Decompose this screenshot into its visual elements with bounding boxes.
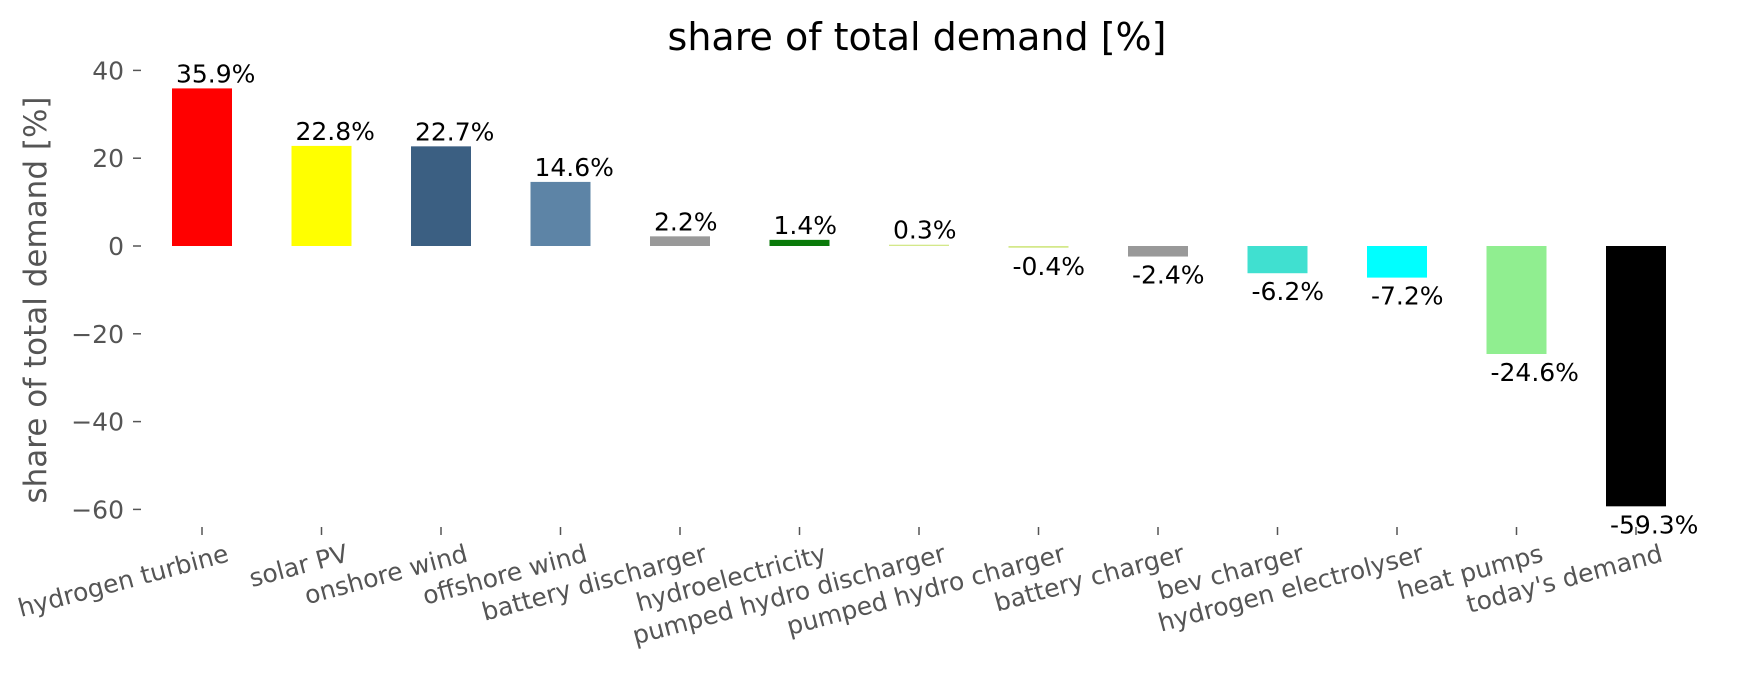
data-label: -0.4% [1013,252,1086,281]
y-tick-label: 0 [108,232,124,261]
data-label: 22.7% [415,117,494,146]
bar [769,239,830,246]
y-tick-label: 20 [92,144,124,173]
chart-title: share of total demand [%] [668,15,1167,59]
data-label: -6.2% [1252,277,1325,306]
bar [172,88,232,246]
y-tick-label: −60 [71,495,124,524]
data-label: -59.3% [1610,510,1698,539]
data-label: 0.3% [893,216,957,245]
bar [1247,246,1308,274]
data-label: 1.4% [774,211,838,240]
bar [650,236,710,246]
y-axis-label: share of total demand [%] [18,96,54,503]
bar [1606,246,1666,507]
bar [1008,246,1069,248]
bar [889,244,949,246]
data-label: -2.4% [1132,261,1205,290]
bar [1128,246,1188,257]
data-label: 2.2% [654,207,718,236]
data-label: 14.6% [535,153,614,182]
y-tick-label: 40 [92,56,124,85]
data-label: 35.9% [176,59,255,88]
x-tick-label: hydrogen turbine [15,539,232,623]
y-tick-label: −40 [71,408,124,437]
data-label: 22.8% [296,117,375,146]
data-label: -24.6% [1491,358,1579,387]
data-label: -7.2% [1371,282,1444,311]
bar [530,181,591,246]
bar [411,146,471,246]
bars [172,88,1666,507]
bar [1486,246,1547,354]
data-labels: 35.9% 22.8% 22.7% 14.6% 2.2% 1.4% 0.3% -0.4% -2.… [176,59,1698,539]
y-tick-label: −20 [71,320,124,349]
bar [291,145,352,246]
y-axis: 40 20 0 −20 −40 −60 [71,56,141,524]
bar [1367,246,1427,278]
